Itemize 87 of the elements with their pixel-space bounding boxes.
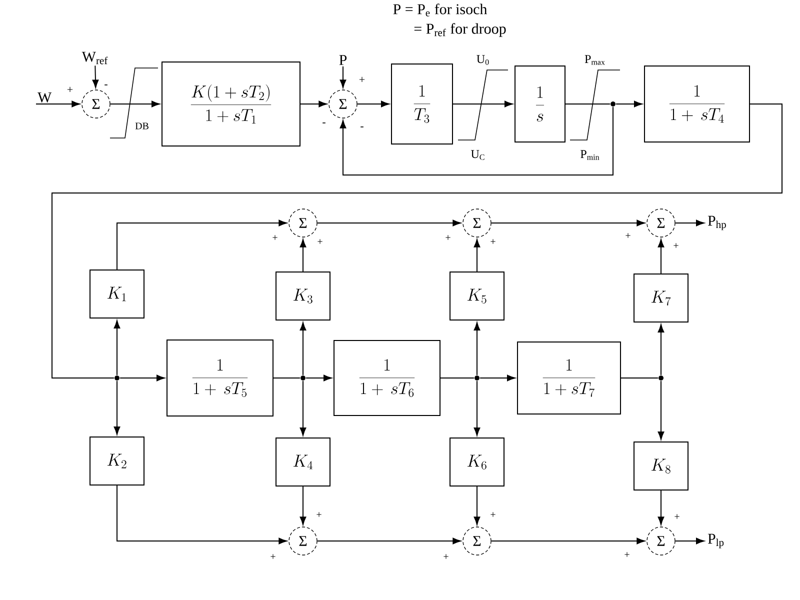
transfer-function-box: $\frac{K(1+sT_2)}{1+sT_1}$ bbox=[162, 62, 300, 146]
summing-junction: Σ bbox=[646, 526, 676, 556]
summing-junction: Σ bbox=[462, 208, 492, 238]
connector-line bbox=[52, 104, 782, 378]
arrow bbox=[300, 239, 306, 272]
arrow bbox=[300, 322, 306, 376]
signal-label: W bbox=[38, 92, 52, 102]
gain-box: $K_5$ bbox=[450, 272, 504, 320]
arrow bbox=[474, 486, 480, 525]
sign-label: + bbox=[490, 512, 496, 517]
sign-label: + bbox=[270, 554, 276, 559]
sign-label: + bbox=[272, 235, 278, 240]
arrow bbox=[616, 100, 642, 108]
sign-label: + bbox=[444, 554, 448, 559]
sign-label: + bbox=[316, 512, 322, 517]
sign-label: - bbox=[104, 84, 108, 86]
sign-label: + bbox=[674, 514, 680, 519]
gain-box: $K_1$ bbox=[90, 270, 144, 318]
arrow bbox=[306, 374, 332, 382]
summing-junction: Σ bbox=[288, 526, 318, 556]
arrow bbox=[674, 538, 704, 544]
arrow bbox=[474, 322, 480, 376]
gain-box: $K_8$ bbox=[634, 442, 688, 490]
summing-junction: Σ bbox=[288, 208, 318, 238]
sign-label: + bbox=[446, 235, 450, 240]
arrow bbox=[474, 380, 480, 436]
arrow bbox=[116, 220, 287, 270]
summing-junction: Σ bbox=[646, 208, 676, 238]
arrow bbox=[658, 380, 664, 440]
arrow bbox=[658, 239, 664, 274]
arrow bbox=[36, 100, 80, 108]
transfer-function-box: $\frac{1}{1+\,sT_4}$ bbox=[644, 66, 750, 142]
note-text: P = P$_{e}$ for isoch bbox=[393, 4, 488, 16]
summing-junction: Σ bbox=[328, 90, 358, 118]
signal-label: W$_{ref}$ bbox=[82, 52, 108, 64]
transfer-function-box: $\frac{1}{T_3}$ bbox=[391, 64, 453, 144]
arrow bbox=[110, 100, 160, 108]
arrow bbox=[356, 100, 390, 108]
sign-label: + bbox=[318, 239, 322, 244]
sign-label: + bbox=[490, 239, 496, 244]
gain-box: $K_2$ bbox=[90, 436, 144, 486]
arrow bbox=[658, 490, 664, 525]
sign-label: + bbox=[359, 76, 365, 82]
arrow bbox=[490, 220, 645, 226]
arrow bbox=[316, 220, 461, 226]
sign-label: + bbox=[626, 233, 630, 238]
arrow bbox=[674, 220, 704, 226]
note-text: = P$_{ref}$ for droop bbox=[414, 23, 506, 37]
arrow bbox=[452, 100, 513, 108]
sign-label: + bbox=[67, 86, 73, 92]
signal-label: P$_{hp}$ bbox=[708, 216, 726, 230]
limit-label: P$_{min}$ bbox=[580, 150, 600, 160]
transfer-function-box: $\frac{1}{1+sT_7}$ bbox=[517, 342, 621, 414]
gain-box: $K_3$ bbox=[276, 272, 330, 320]
arrow bbox=[490, 538, 645, 544]
limit-label: U$_{0}$ bbox=[476, 55, 489, 65]
transfer-function-box: $\frac{1}{s}$ bbox=[514, 66, 566, 142]
signal-label: P bbox=[339, 55, 347, 65]
sign-label: DB bbox=[135, 122, 148, 130]
arrow bbox=[116, 485, 287, 544]
arrow bbox=[340, 66, 346, 88]
arrow bbox=[658, 324, 664, 376]
arrow bbox=[474, 239, 480, 272]
limit-label: U$_{C}$ bbox=[471, 150, 484, 160]
limit-label: P$_{max}$ bbox=[584, 55, 605, 65]
sign-label: - bbox=[322, 122, 326, 124]
summing-junction: Σ bbox=[462, 526, 492, 556]
transfer-function-box: $\frac{1}{1+\,sT_6}$ bbox=[334, 340, 440, 416]
sign-label: + bbox=[674, 243, 678, 248]
arrow bbox=[480, 374, 516, 382]
arrow bbox=[114, 380, 120, 435]
arrow bbox=[300, 380, 306, 436]
arrow bbox=[120, 374, 165, 382]
gain-box: $K_7$ bbox=[634, 274, 688, 322]
gain-box: $K_4$ bbox=[276, 438, 330, 486]
gain-box: $K_6$ bbox=[450, 438, 504, 486]
summing-junction: Σ bbox=[82, 90, 110, 118]
signal-label: P$_{lp}$ bbox=[708, 534, 724, 548]
transfer-function-box: $\frac{1}{1+\,sT_5}$ bbox=[166, 340, 274, 416]
arrow bbox=[92, 65, 99, 88]
arrow bbox=[114, 320, 120, 376]
arrow bbox=[316, 538, 461, 544]
sign-label: + bbox=[624, 552, 630, 557]
sign-label: - bbox=[360, 126, 364, 128]
arrow bbox=[300, 486, 306, 525]
arrow bbox=[340, 106, 614, 176]
arrow bbox=[300, 100, 327, 108]
